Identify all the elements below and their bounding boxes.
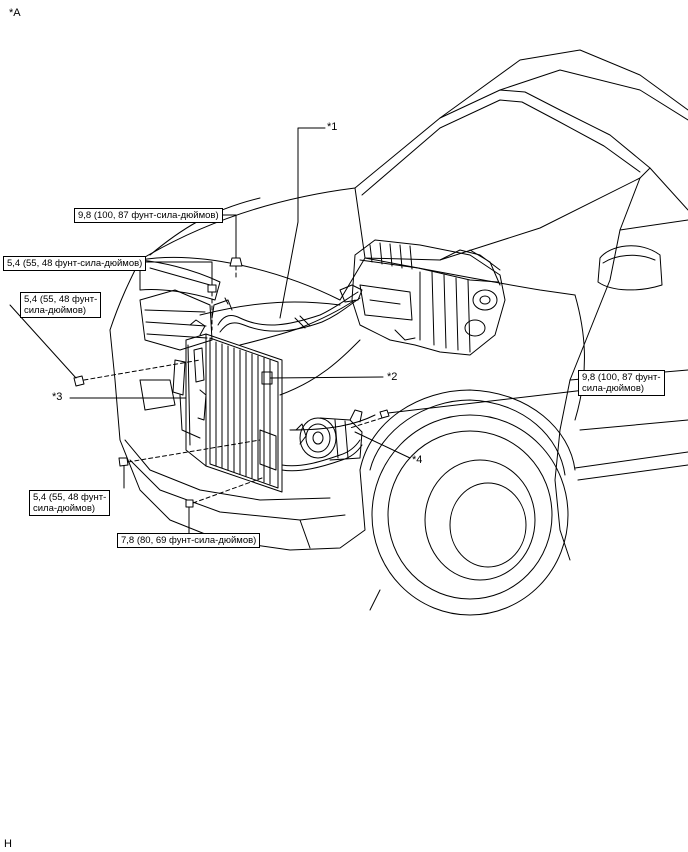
- torque-spec-text: 5,4 (55, 48 фунт-сила-дюймов): [7, 258, 143, 269]
- torque-spec-text: 7,8 (80, 69 фунт-сила-дюймов): [121, 535, 257, 546]
- torque-spec-box: 5,4 (55, 48 фунт- сила-дюймов): [29, 490, 111, 516]
- bolts: [73, 257, 390, 508]
- torque-spec-text: сила-дюймов): [24, 305, 87, 316]
- torque-spec-box: 5,4 (55, 48 фунт- сила-дюймов): [20, 292, 102, 318]
- leader-lines: [9, 127, 586, 537]
- figure-footer-label: H: [4, 838, 12, 850]
- torque-spec-text: 5,4 (55, 48 фунт-: [33, 492, 107, 503]
- compressor: [295, 409, 363, 461]
- callout-2: *2: [387, 371, 398, 383]
- car-body: [109, 49, 688, 616]
- dashed-leaders: [83, 265, 383, 504]
- torque-spec-text: сила-дюймов): [33, 503, 96, 514]
- evaporator-unit: [351, 239, 506, 356]
- figure-id-label: *A: [9, 7, 21, 19]
- torque-spec-box: 9,8 (100, 87 фунт- сила-дюймов): [578, 370, 665, 396]
- callout-1: *1: [327, 121, 338, 133]
- callout-4: *4: [412, 454, 423, 466]
- torque-spec-text: 9,8 (100, 87 фунт-сила-дюймов): [78, 210, 219, 221]
- refrigerant-pipes: [211, 284, 363, 346]
- torque-spec-text: 5,4 (55, 48 фунт-: [24, 294, 98, 305]
- torque-spec-text: 9,8 (100, 87 фунт-: [582, 372, 661, 383]
- torque-spec-box: 5,4 (55, 48 фунт-сила-дюймов): [3, 256, 147, 271]
- condenser: [172, 319, 363, 493]
- torque-spec-box: 7,8 (80, 69 фунт-сила-дюймов): [117, 533, 261, 548]
- torque-spec-text: сила-дюймов): [582, 383, 645, 394]
- torque-spec-box: 9,8 (100, 87 фунт-сила-дюймов): [74, 208, 223, 223]
- callout-3: *3: [52, 391, 63, 403]
